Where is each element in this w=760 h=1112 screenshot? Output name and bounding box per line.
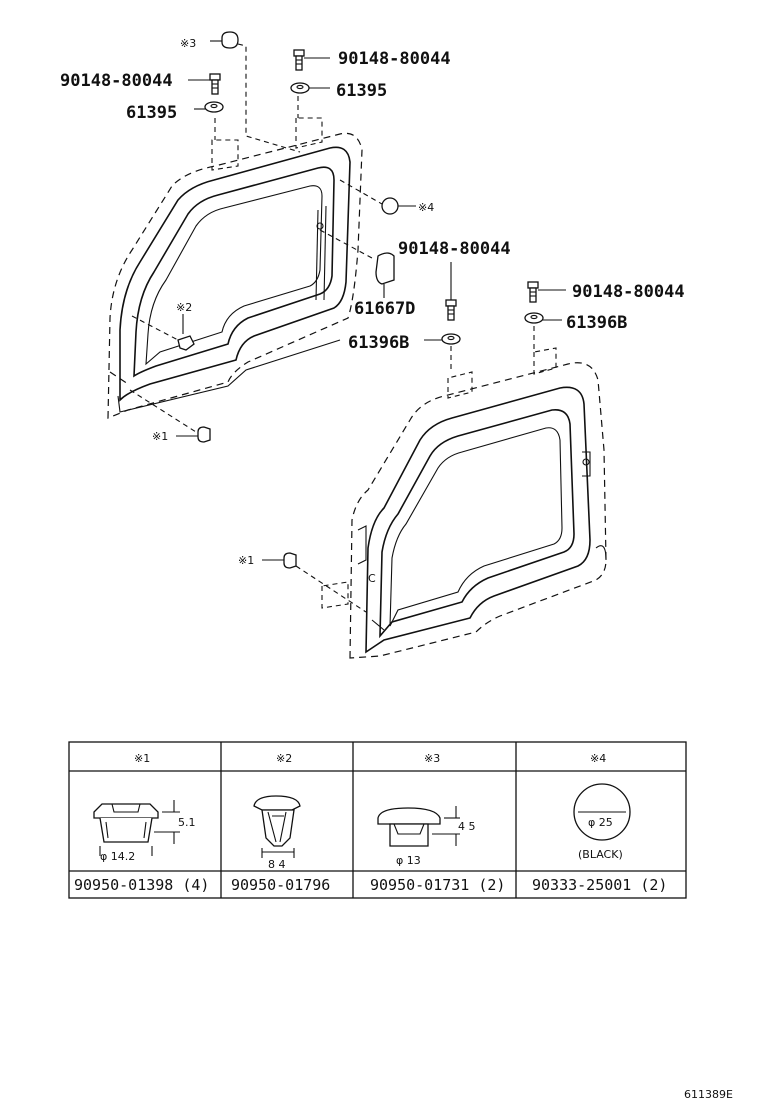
- rear-frame-clip-mounts: [321, 326, 557, 609]
- figure-id: 611389E: [684, 1088, 733, 1101]
- table-header-3: ※3: [424, 752, 440, 765]
- clip-fastener-icon: [445, 262, 457, 321]
- cell4-diameter-dim: φ 25: [588, 816, 613, 829]
- clip-note2-icon: [131, 314, 195, 351]
- table-header-1: ※1: [134, 752, 150, 765]
- clip-90950-01731-icon: [377, 806, 460, 847]
- top-left-retainer-part-number: 61395: [126, 103, 177, 123]
- middle-clip-part-number: 90148-80044: [398, 239, 511, 259]
- clip-fastener-icon: [293, 49, 330, 71]
- cell2-width-dim: 8 4: [268, 858, 286, 871]
- hole-plug-note4-icon: [339, 179, 416, 215]
- table-header-2: ※2: [276, 752, 292, 765]
- retainer-washer-icon: [524, 312, 562, 324]
- front-frame-clip-mounts: [211, 96, 323, 171]
- cell3-height-dim: 4 5: [458, 820, 476, 833]
- right-retainer-part-number: 61396B: [566, 313, 627, 333]
- cell3-part-number: 90950-01731 (2): [370, 876, 505, 894]
- top-right-clip-part-number: 90148-80044: [338, 49, 451, 69]
- table-header-4: ※4: [590, 752, 606, 765]
- clip-fastener-icon: [188, 73, 221, 95]
- clip-fastener-icon: [527, 281, 566, 303]
- note4-label: ※4: [418, 201, 434, 214]
- note1-left-label: ※1: [152, 430, 168, 443]
- retainer-washer-icon: [424, 333, 461, 345]
- front-door-opening-frame: [107, 132, 363, 419]
- right-clip-part-number: 90148-80044: [572, 282, 685, 302]
- quarter-seal-icon: [319, 229, 395, 298]
- cell1-diameter-dim: φ 14.2: [100, 850, 135, 863]
- clip-90950-01796-icon: [253, 795, 301, 858]
- svg-text:C: C: [368, 572, 376, 585]
- cell4-color-note: (BLACK): [578, 848, 623, 861]
- top-left-clip-part-number: 90148-80044: [60, 71, 173, 91]
- clip-note1-right-icon: [262, 552, 367, 613]
- plug-note3-icon: [210, 31, 301, 153]
- clip-note1-left-icon: [129, 389, 211, 443]
- top-right-retainer-part-number: 61395: [336, 81, 387, 101]
- cell3-diameter-dim: φ 13: [396, 854, 421, 867]
- rear-door-opening-frame: C: [349, 362, 607, 659]
- retainer-washer-icon: [290, 82, 330, 94]
- retainer-washer-icon: [194, 101, 224, 113]
- note3-label: ※3: [180, 37, 196, 50]
- cell1-part-number: 90950-01398 (4): [74, 876, 209, 894]
- hole-plug-90333-25001-icon: [573, 783, 631, 841]
- fastener-parts-table: ※1 ※2 ※3 ※4 5.1 φ 14.2 90950-01398 (4): [68, 741, 687, 899]
- cell2-part-number: 90950-01796: [231, 876, 330, 894]
- middle-retainer-part-number: 61396B: [348, 333, 409, 353]
- cell1-height-dim: 5.1: [178, 816, 196, 829]
- middle-seal-part-number: 61667D: [354, 299, 415, 319]
- note2-label: ※2: [176, 301, 192, 314]
- note1-right-label: ※1: [238, 554, 254, 567]
- cell4-part-number: 90333-25001 (2): [532, 876, 667, 894]
- clip-90950-01398-icon: [93, 800, 180, 856]
